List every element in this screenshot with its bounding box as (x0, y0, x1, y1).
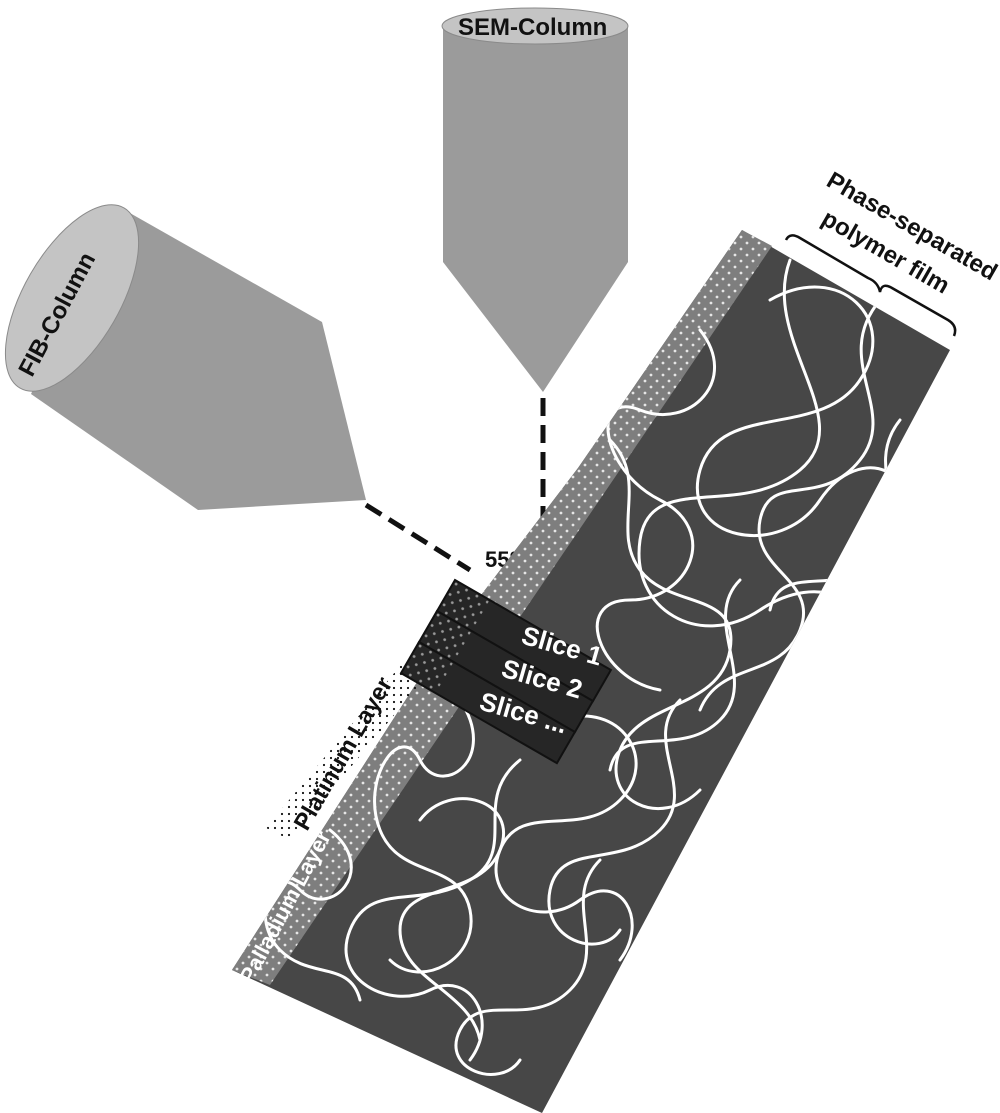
sem-column-label: SEM-Column (458, 14, 607, 41)
sem-column-top-face (441, 7, 629, 45)
fib-beam-path (364, 502, 472, 573)
polymer-fibers (263, 258, 909, 1076)
sem-column-body (443, 26, 628, 392)
fib-column (4, 204, 366, 510)
film-bracket (784, 234, 957, 337)
sem-column (441, 7, 629, 392)
slice-stack (399, 578, 613, 765)
slice-box-3-platinum (401, 642, 454, 694)
fib-column-top-face (4, 204, 140, 392)
platinum-layer (266, 660, 430, 840)
